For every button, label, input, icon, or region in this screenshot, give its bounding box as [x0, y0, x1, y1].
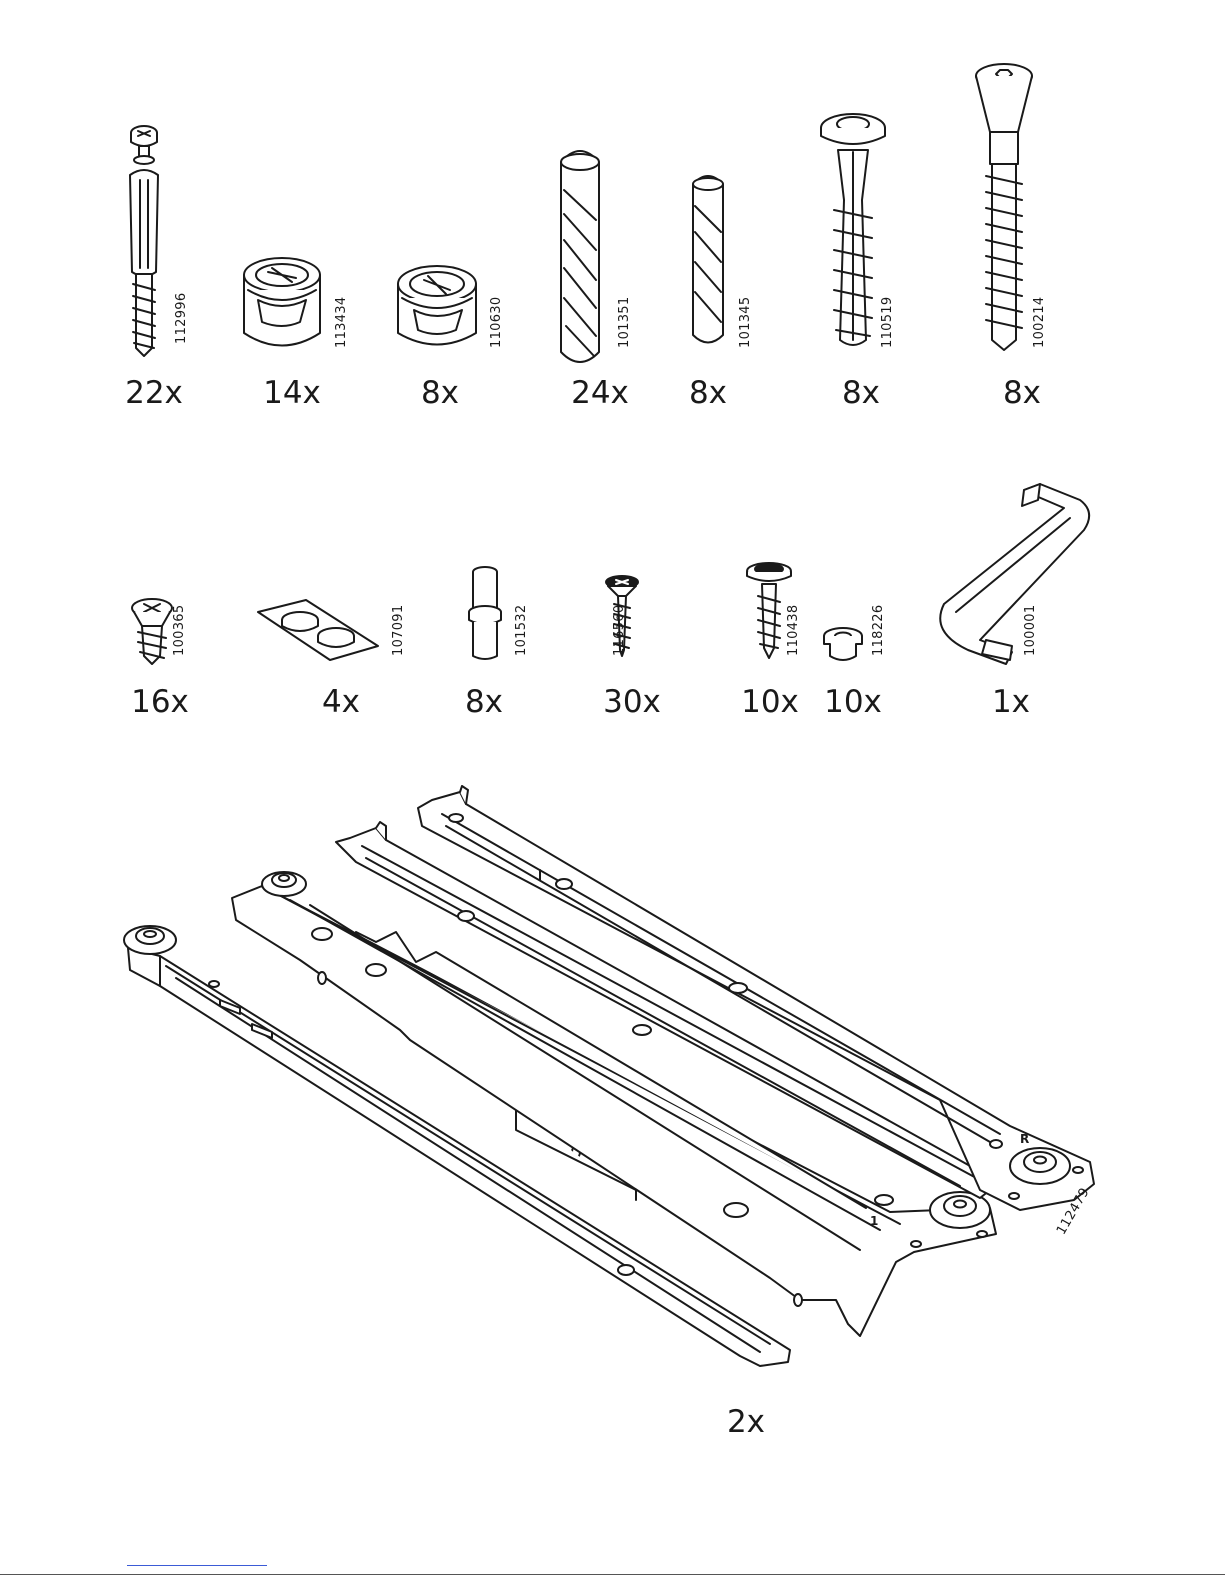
part-code: 107091	[391, 605, 406, 656]
part-code: 100001	[1023, 605, 1038, 656]
part-code: 101351	[617, 297, 632, 348]
part-code: 116560	[612, 605, 627, 656]
short-screw-icon	[132, 599, 172, 664]
part-quantity: 8x	[842, 375, 880, 411]
part-quantity: 8x	[1003, 375, 1041, 411]
part-quantity: 16x	[131, 684, 189, 720]
allen-key-icon	[940, 484, 1089, 664]
part-quantity: 10x	[741, 684, 799, 720]
rail-mark-right: R	[1020, 1132, 1029, 1146]
part-code: 113434	[334, 297, 349, 348]
footer-link-line	[127, 1565, 267, 1566]
cam-bolt-icon	[130, 126, 158, 356]
cam-lock-icon	[244, 258, 320, 346]
part-quantity: 30x	[603, 684, 661, 720]
wood-dowel-large-icon	[561, 151, 599, 362]
part-quantity: 1x	[992, 684, 1030, 720]
part-quantity: 22x	[125, 375, 183, 411]
shelf-pin-icon	[469, 567, 501, 659]
part-code: 101532	[514, 605, 529, 656]
part-code: 110630	[489, 297, 504, 348]
part-code: 118226	[871, 605, 886, 656]
wood-dowel-small-icon	[693, 176, 723, 343]
drawer-rail-icon	[124, 786, 1094, 1366]
part-quantity: 8x	[689, 375, 727, 411]
rail-quantity: 2x	[727, 1404, 765, 1440]
cam-lock-small-icon	[398, 266, 476, 345]
part-code: 110519	[880, 297, 895, 348]
rail-mark-left: 1	[870, 1214, 878, 1228]
footer-divider	[0, 1574, 1225, 1575]
part-quantity: 8x	[465, 684, 503, 720]
part-quantity: 14x	[263, 375, 321, 411]
felt-pad-sheet-icon	[258, 600, 378, 660]
part-code: 100365	[172, 605, 187, 656]
plastic-bushing-icon	[824, 628, 862, 660]
expansion-plug-screw-icon	[821, 114, 885, 345]
part-quantity: 8x	[421, 375, 459, 411]
part-quantity: 24x	[571, 375, 629, 411]
part-code: 101345	[738, 297, 753, 348]
part-quantity: 10x	[824, 684, 882, 720]
long-hex-screw-icon	[976, 64, 1032, 350]
part-code: 112996	[174, 293, 189, 344]
part-code: 110438	[786, 605, 801, 656]
wood-screw-icon	[747, 563, 791, 658]
part-code: 100214	[1032, 297, 1047, 348]
part-quantity: 4x	[322, 684, 360, 720]
